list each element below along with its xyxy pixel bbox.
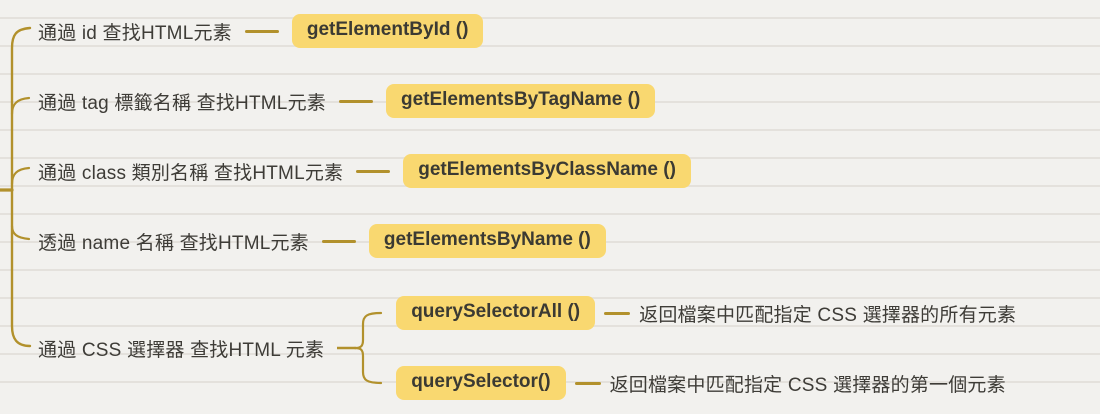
branch-row-id: 通過 id 查找HTML元素 getElementById () <box>38 13 484 49</box>
topic-find-by-tag[interactable]: 通過 tag 標籤名稱 查找HTML元素 <box>38 92 326 114</box>
method-node-getelementsbyclassname[interactable]: getElementsByClassName () <box>403 154 691 188</box>
desc-node-queryselectorall[interactable]: 返回檔案中匹配指定 CSS 選擇器的所有元素 <box>639 304 1017 326</box>
branch-connector-line <box>356 169 391 173</box>
topic-find-by-id[interactable]: 通過 id 查找HTML元素 <box>38 22 232 44</box>
topic-find-by-class[interactable]: 通過 class 類別名稱 查找HTML元素 <box>38 162 344 184</box>
branch-connector-line <box>604 311 631 315</box>
method-node-getelementsbyname[interactable]: getElementsByName () <box>368 224 606 258</box>
branch-connector-line <box>338 99 373 103</box>
method-node-getelementbyid[interactable]: getElementById () <box>291 14 484 48</box>
subrow-queryselector: querySelector() 返回檔案中匹配指定 CSS 選擇器的第一個元素 <box>396 364 1016 402</box>
topic-find-by-name[interactable]: 透過 name 名稱 查找HTML元素 <box>38 232 309 254</box>
branch-row-class: 通過 class 類別名稱 查找HTML元素 getElementsByClas… <box>38 153 691 189</box>
branch-row-css-selector: 通過 CSS 選擇器 查找HTML 元素 querySelectorAll ()… <box>38 294 1016 402</box>
root-branch-connector <box>0 26 32 348</box>
fork-branch-connector <box>337 311 383 385</box>
method-node-queryselector[interactable]: querySelector() <box>396 366 566 400</box>
method-node-queryselectorall[interactable]: querySelectorAll () <box>396 296 596 330</box>
topic-find-by-css-selector[interactable]: 通過 CSS 選擇器 查找HTML 元素 <box>38 339 325 361</box>
branch-connector-line <box>244 29 279 33</box>
desc-node-queryselector[interactable]: 返回檔案中匹配指定 CSS 選擇器的第一個元素 <box>609 374 1006 396</box>
branch-row-tag: 通過 tag 標籤名稱 查找HTML元素 getElementsByTagNam… <box>38 83 656 119</box>
branch-row-name: 透過 name 名稱 查找HTML元素 getElementsByName () <box>38 223 606 259</box>
subrow-queryselectorall: querySelectorAll () 返回檔案中匹配指定 CSS 選擇器的所有… <box>396 294 1016 332</box>
method-node-getelementsbytagname[interactable]: getElementsByTagName () <box>385 84 656 118</box>
css-selector-children: querySelectorAll () 返回檔案中匹配指定 CSS 選擇器的所有… <box>396 294 1016 402</box>
branch-connector-line <box>574 381 601 385</box>
branch-connector-line <box>321 239 356 243</box>
